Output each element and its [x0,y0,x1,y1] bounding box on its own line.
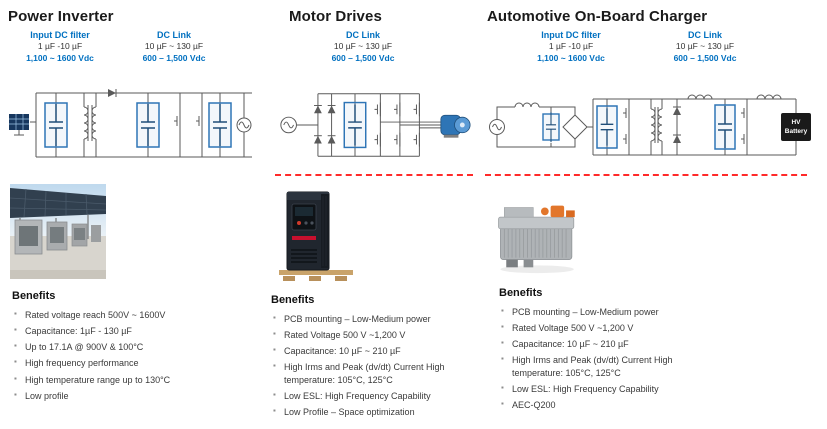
input-filter-capacitor-icon [542,111,560,143]
output-inductor-icon [687,94,713,100]
filter-inductor-icon [756,94,782,100]
spec-dc-link: DC Link 10 µF ~ 130 µF 600 – 1,500 Vdc [673,30,737,63]
spec-dc-link: DC Link 10 µF ~ 130 µF 600 – 1,500 Vdc [331,30,395,63]
output-mosfet-icons [740,105,748,147]
diode-icon [108,89,117,97]
power-inverter-column: Power Inverter Input DC filter 1 µF -10 … [8,0,263,406]
benefit-item: PCB mounting – Low-Medium power [273,313,479,325]
obc-schematic: HV Battery [489,94,811,156]
benefit-item: Low profile [14,390,263,402]
obc-title: Automotive On-Board Charger [487,8,708,25]
vfd-drive-image [269,186,361,283]
dc-link-capacitor-icon [136,102,160,148]
circuit-wires [496,98,797,156]
benefit-item: AEC-Q200 [501,399,726,411]
red-dashed-divider [275,174,473,176]
ac-source-icon [489,119,505,135]
obc-benefits: Benefits PCB mounting – Low-Medium power… [495,287,821,411]
benefit-item: Capacitance: 10 µF ~ 210 µF [501,338,726,350]
motor-drives-benefits: Benefits PCB mounting – Low-Medium power… [267,294,479,418]
obc-circuit: HV Battery [485,77,821,172]
solar-panel-icon [9,114,29,136]
benefit-item: Rated Voltage 500 V ~1,200 V [501,322,726,334]
motor-drive-photo [269,186,361,283]
power-inverter-title: Power Inverter [8,8,114,25]
mosfet-icon [173,113,203,129]
benefit-item: PCB mounting – Low-Medium power [501,306,726,318]
benefit-item: Capacitance: 1µF - 130 µF [14,325,263,337]
spec-input-dc-filter: Input DC filter 1 µF -10 µF 1,100 ~ 1600… [537,30,605,63]
benefits-heading: Benefits [271,294,315,306]
benefit-item: Rated Voltage 500 V ~1,200 V [273,329,479,341]
motor-drives-schematic [280,93,471,157]
obc-column: Automotive On-Board Charger Input DC fil… [485,0,821,415]
red-dashed-divider [485,174,807,176]
benefit-item: Low Profile – Space optimization [273,406,479,418]
benefit-item: Up to 17.1A @ 900V & 100°C [14,341,263,353]
benefits-heading: Benefits [499,287,543,299]
benefits-list: PCB mounting – Low-Medium power Rated Vo… [267,313,479,418]
motor-drives-specs: DC Link 10 µF ~ 130 µF 600 – 1,500 Vdc [263,29,479,71]
transformer-icon [83,93,97,157]
power-inverter-benefits: Benefits Rated voltage reach 500V ~ 1600… [8,290,263,402]
emi-inductor-icon [514,102,540,108]
motor-drives-column: Motor Drives DC Link 10 µF ~ 130 µF 600 … [263,0,479,422]
benefit-item: High temperature range up to 130°C [14,374,263,386]
input-filter-capacitor-icon [44,102,68,148]
benefit-item: Rated voltage reach 500V ~ 1600V [14,309,263,321]
hv-battery-icon: HV Battery [781,113,811,141]
dc-link-capacitor-icon [343,101,367,149]
transformer-icon [650,107,663,143]
hv-battery-label-line1: HV [791,119,801,126]
benefits-list: Rated voltage reach 500V ~ 1600V Capacit… [8,309,263,402]
motor-drives-circuit [275,77,479,172]
ac-source-icon [280,116,297,134]
benefit-item: High Irms and Peak (dv/dt) Current High … [273,361,479,385]
power-inverter-specs: Input DC filter 1 µF -10 µF 1,100 ~ 1600… [8,29,263,71]
output-capacitor-icon [208,102,232,148]
benefit-item: High frequency performance [14,357,263,369]
motor-icon [440,114,471,138]
benefit-item: High Irms and Peak (dv/dt) Current High … [501,354,726,378]
hv-battery-label-line2: Battery [785,128,808,135]
power-inverter-circuit [8,77,263,172]
benefit-item: Low ESL: High Frequency Capability [273,390,479,402]
charger-image [494,194,587,276]
power-inverter-schematic [9,89,252,158]
bridge-rectifier-icon [562,114,588,140]
motor-drives-title: Motor Drives [289,8,382,25]
benefit-item: Capacitance: 10 µF ~ 210 µF [273,345,479,357]
obc-specs: Input DC filter 1 µF -10 µF 1,100 ~ 1600… [485,29,821,71]
bus-capacitor-icon [596,105,618,149]
spec-dc-link: DC Link 10 µF ~ 130 µF 600 – 1,500 Vdc [142,30,206,63]
obc-photo [493,194,588,276]
solar-farm-image [10,184,106,279]
primary-mosfet-icons [622,105,630,147]
power-inverter-photo [10,184,106,279]
dc-link-capacitor-icon [714,104,736,150]
benefits-list: PCB mounting – Low-Medium power Rated Vo… [495,306,821,411]
benefits-heading: Benefits [12,290,56,302]
ac-output-icon [236,117,252,133]
benefit-item: Low ESL: High Frequency Capability [501,383,726,395]
spec-input-dc-filter: Input DC filter 1 µF -10 µF 1,100 ~ 1600… [26,30,94,63]
circuit-wires [30,92,252,158]
